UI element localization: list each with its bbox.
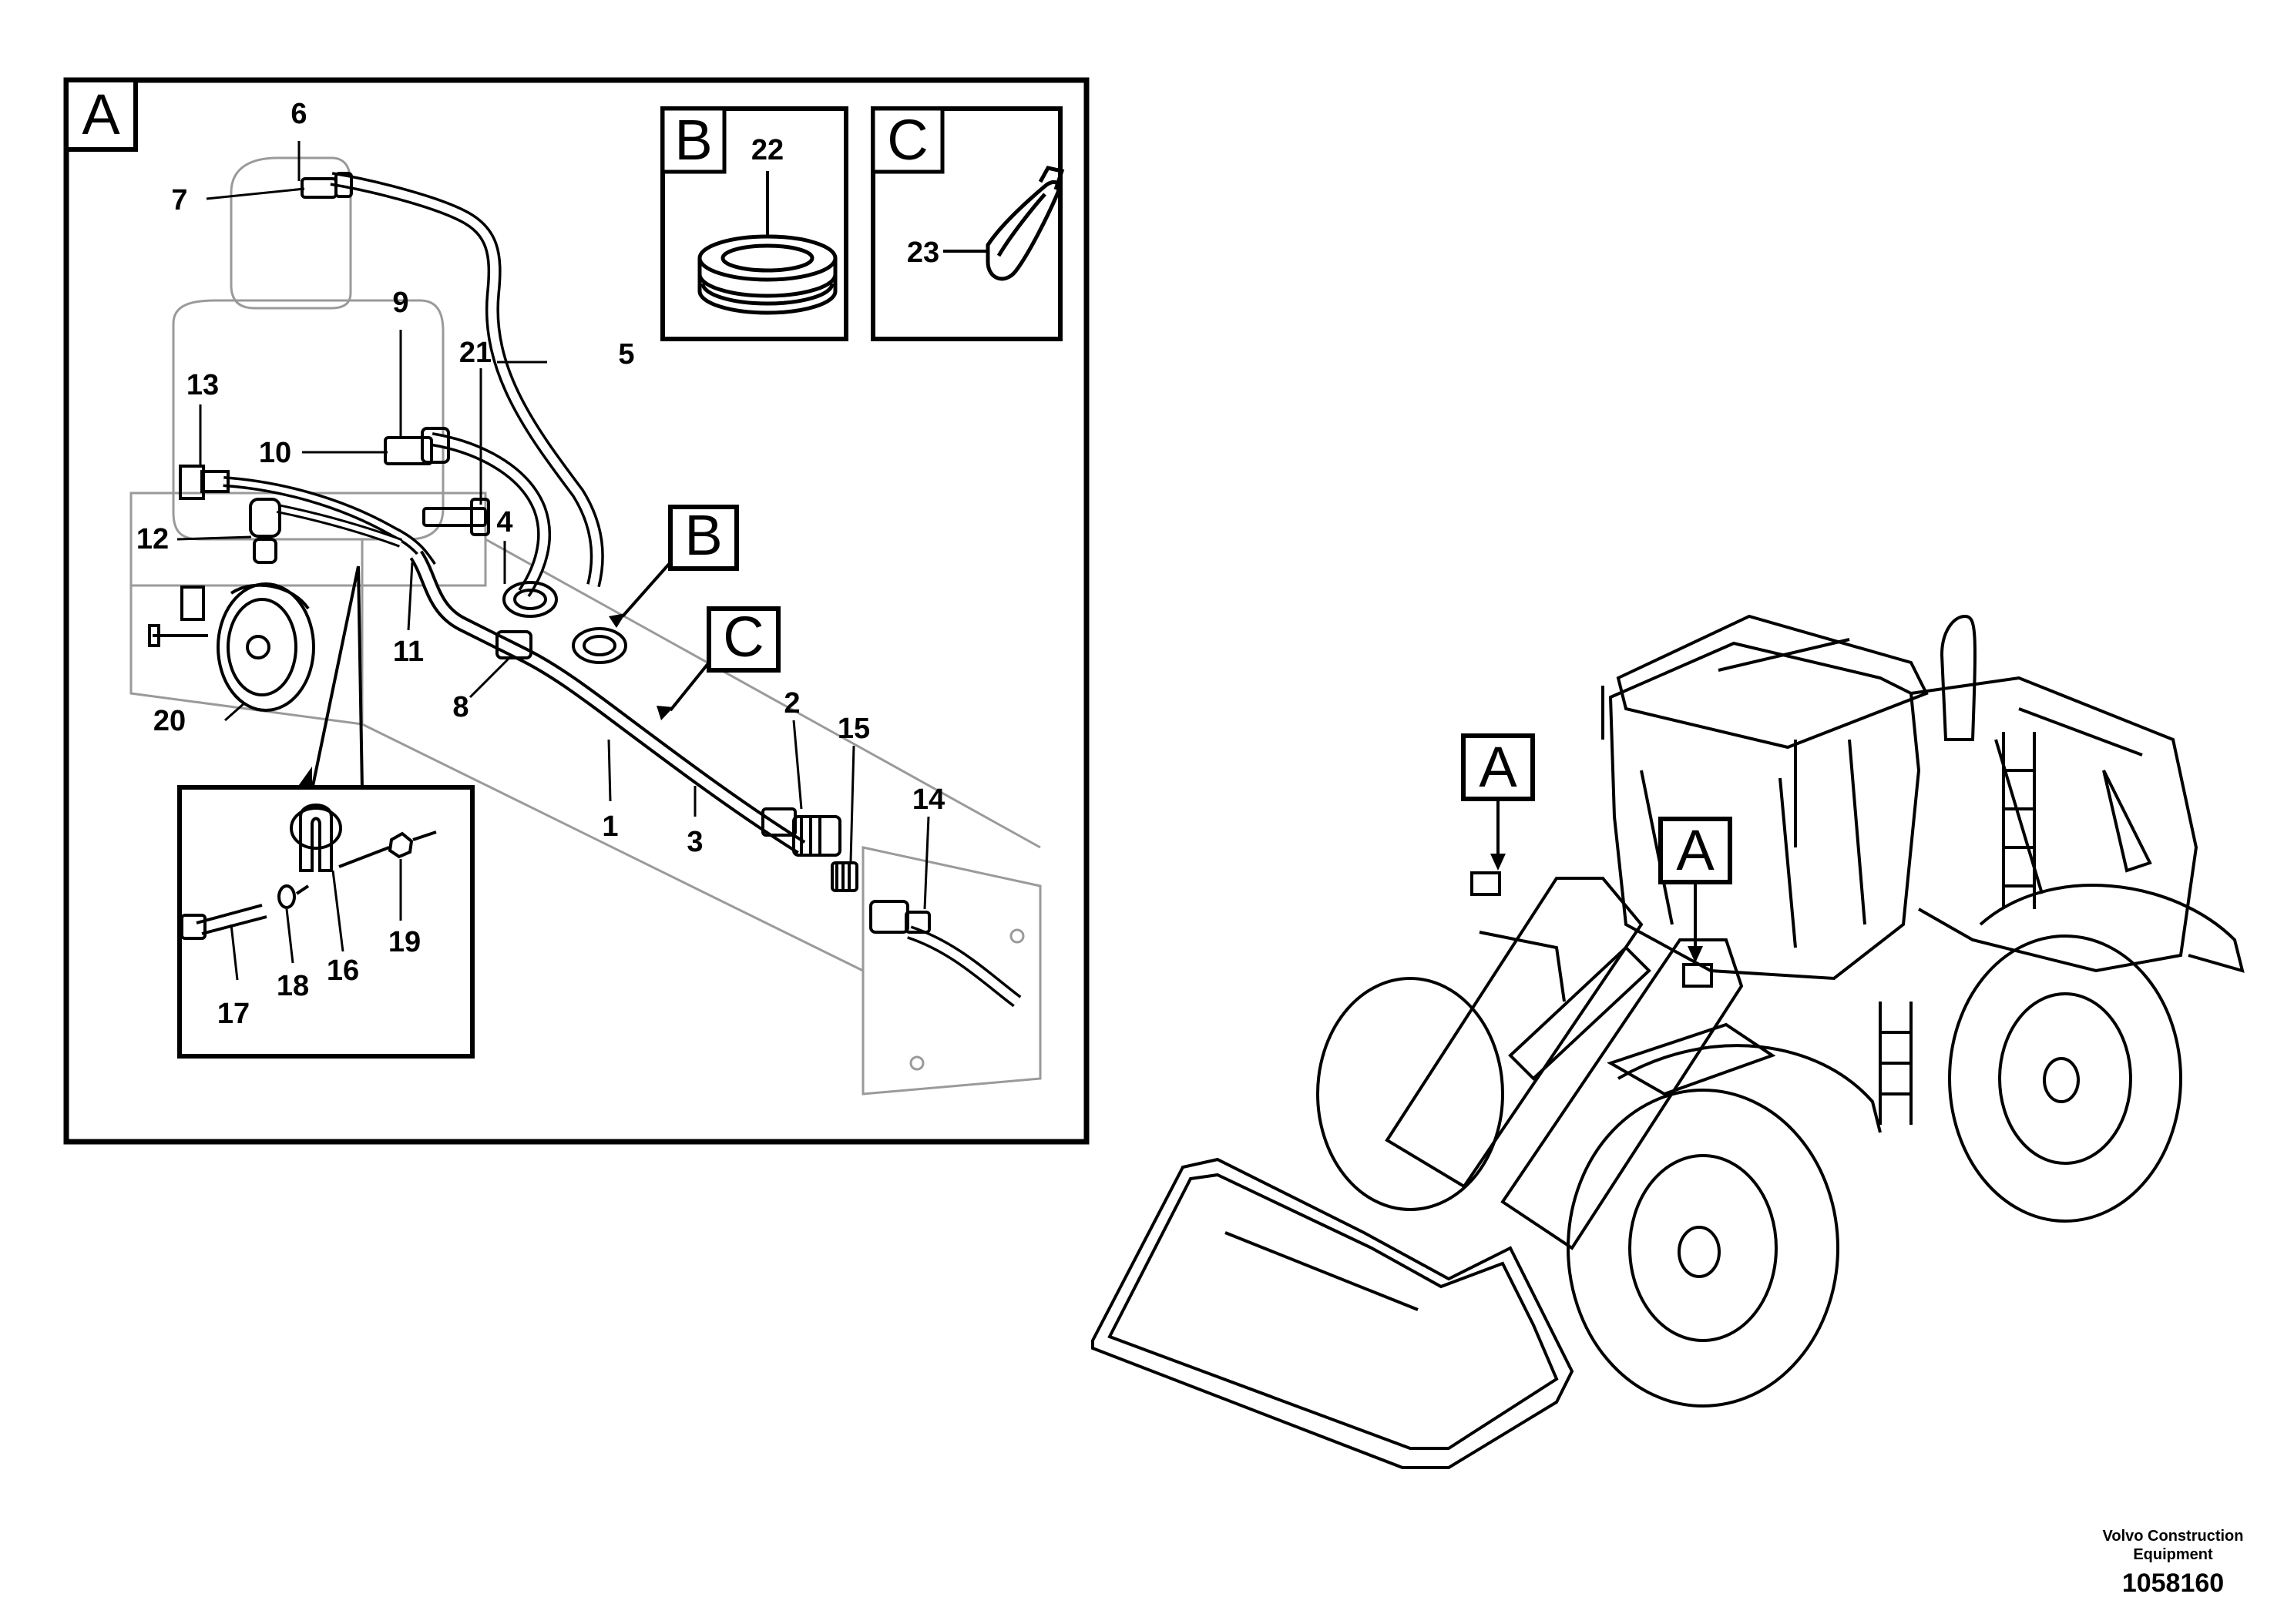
part-label-11: 11 [393, 636, 424, 668]
leader-lines [176, 141, 930, 981]
part-label-8: 8 [452, 691, 469, 723]
view-a-label-box [64, 78, 138, 152]
part-label-22: 22 [751, 134, 784, 166]
machine-callout-a2: A [1658, 817, 1732, 963]
detail-a-line-art [129, 156, 1042, 1096]
callout-b: B [609, 503, 739, 628]
part-label-4: 4 [496, 506, 512, 539]
part-label-21: 21 [459, 337, 492, 369]
part-label-19: 19 [388, 926, 421, 958]
company-line-1: Volvo Construction [2102, 1528, 2244, 1545]
drawing-number: 1058160 [2121, 1569, 2225, 1598]
part-label-13: 13 [186, 369, 219, 401]
background-cab-outline [129, 156, 1042, 1096]
part-labels: 6 7 9 21 5 13 10 4 12 11 8 20 2 15 14 1 … [136, 98, 945, 1030]
machine-callout-a1-label: A [1479, 735, 1517, 799]
part-label-3: 3 [687, 826, 703, 858]
callout-b-label: B [684, 503, 722, 567]
part-label-6: 6 [291, 98, 307, 130]
horn-position-marker-2 [1682, 963, 1713, 988]
callout-c: C [657, 605, 781, 720]
nut-part-15 [831, 861, 858, 892]
cable-tie-part-23 [986, 166, 1065, 281]
part-label-23: 23 [907, 237, 939, 269]
part-label-10: 10 [259, 437, 291, 469]
machine-callout-a1: A [1461, 733, 1535, 871]
grommet-part-22 [697, 234, 838, 315]
part-label-18: 18 [277, 970, 309, 1002]
part-label-20: 20 [153, 705, 186, 737]
tee-part-8 [495, 630, 532, 659]
part-label-16: 16 [327, 955, 359, 987]
part-label-15: 15 [838, 713, 870, 745]
horn-part-20 [148, 582, 315, 712]
connector-part-2 [761, 807, 841, 857]
view-a-label: A [82, 82, 120, 146]
callout-c-label: C [723, 605, 764, 669]
part-label-2: 2 [784, 687, 800, 720]
sensor-part-13 [179, 465, 230, 500]
company-credit: Volvo Construction Equipment [2081, 1527, 2265, 1564]
bolt-part-21 [422, 498, 490, 536]
connector-part-14 [869, 900, 931, 934]
part-label-1: 1 [602, 810, 618, 843]
clip-assembly-inset [177, 565, 475, 1059]
connector-part-12 [249, 498, 281, 564]
detail-view-b: B 22 [660, 106, 848, 341]
part-label-5: 5 [618, 338, 634, 371]
part-label-14: 14 [912, 783, 945, 816]
wheel-loader-illustration [1091, 614, 2245, 1469]
horn-position-marker-1 [1470, 871, 1501, 896]
machine-callout-a2-label: A [1676, 818, 1715, 882]
view-c-label: C [887, 108, 928, 172]
detail-view-a: A [63, 77, 1090, 1145]
part-label-9: 9 [392, 287, 408, 319]
company-line-2: Equipment [2133, 1546, 2213, 1563]
connector-part-10 [384, 427, 450, 465]
detail-view-c: C 23 [871, 106, 1065, 341]
part-label-7: 7 [171, 184, 187, 216]
part-label-17: 17 [217, 998, 250, 1030]
view-b-label: B [674, 108, 712, 172]
grommet-part-4 [502, 581, 627, 664]
part-label-12: 12 [136, 523, 169, 555]
